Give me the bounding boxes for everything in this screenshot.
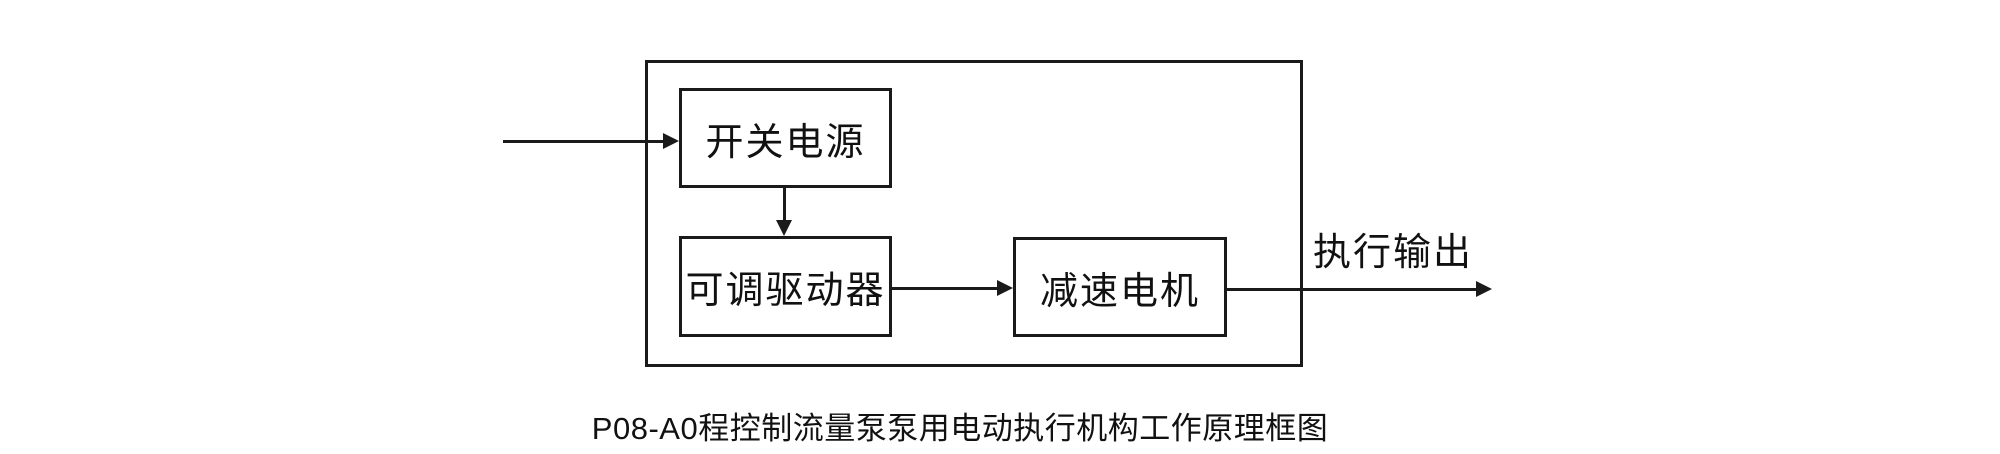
gear-motor-label: 减速电机: [1039, 270, 1200, 313]
gear-motor-box: 减速电机: [1013, 237, 1227, 337]
input-arrow-line: [503, 140, 664, 143]
driver-to-motor-arrow-line: [892, 287, 998, 290]
output-arrowhead-icon: [1476, 281, 1492, 297]
input-arrowhead-icon: [663, 133, 679, 149]
output-arrow-line: [1227, 288, 1477, 291]
driver-to-motor-arrowhead-icon: [997, 280, 1013, 296]
power-to-driver-arrow-line: [783, 188, 786, 221]
outer-boundary-box: [645, 60, 1303, 367]
adjustable-driver-box: 可调驱动器: [679, 236, 892, 337]
figure-caption: P08-A0程控制流量泵泵用电动执行机构工作原理框图: [591, 411, 1329, 446]
output-label: 执行输出: [1313, 232, 1474, 274]
power-supply-box: 开关电源: [679, 88, 892, 188]
power-supply-label: 开关电源: [705, 121, 866, 164]
adjustable-driver-label: 可调驱动器: [685, 270, 886, 312]
power-to-driver-arrowhead-icon: [776, 220, 792, 236]
